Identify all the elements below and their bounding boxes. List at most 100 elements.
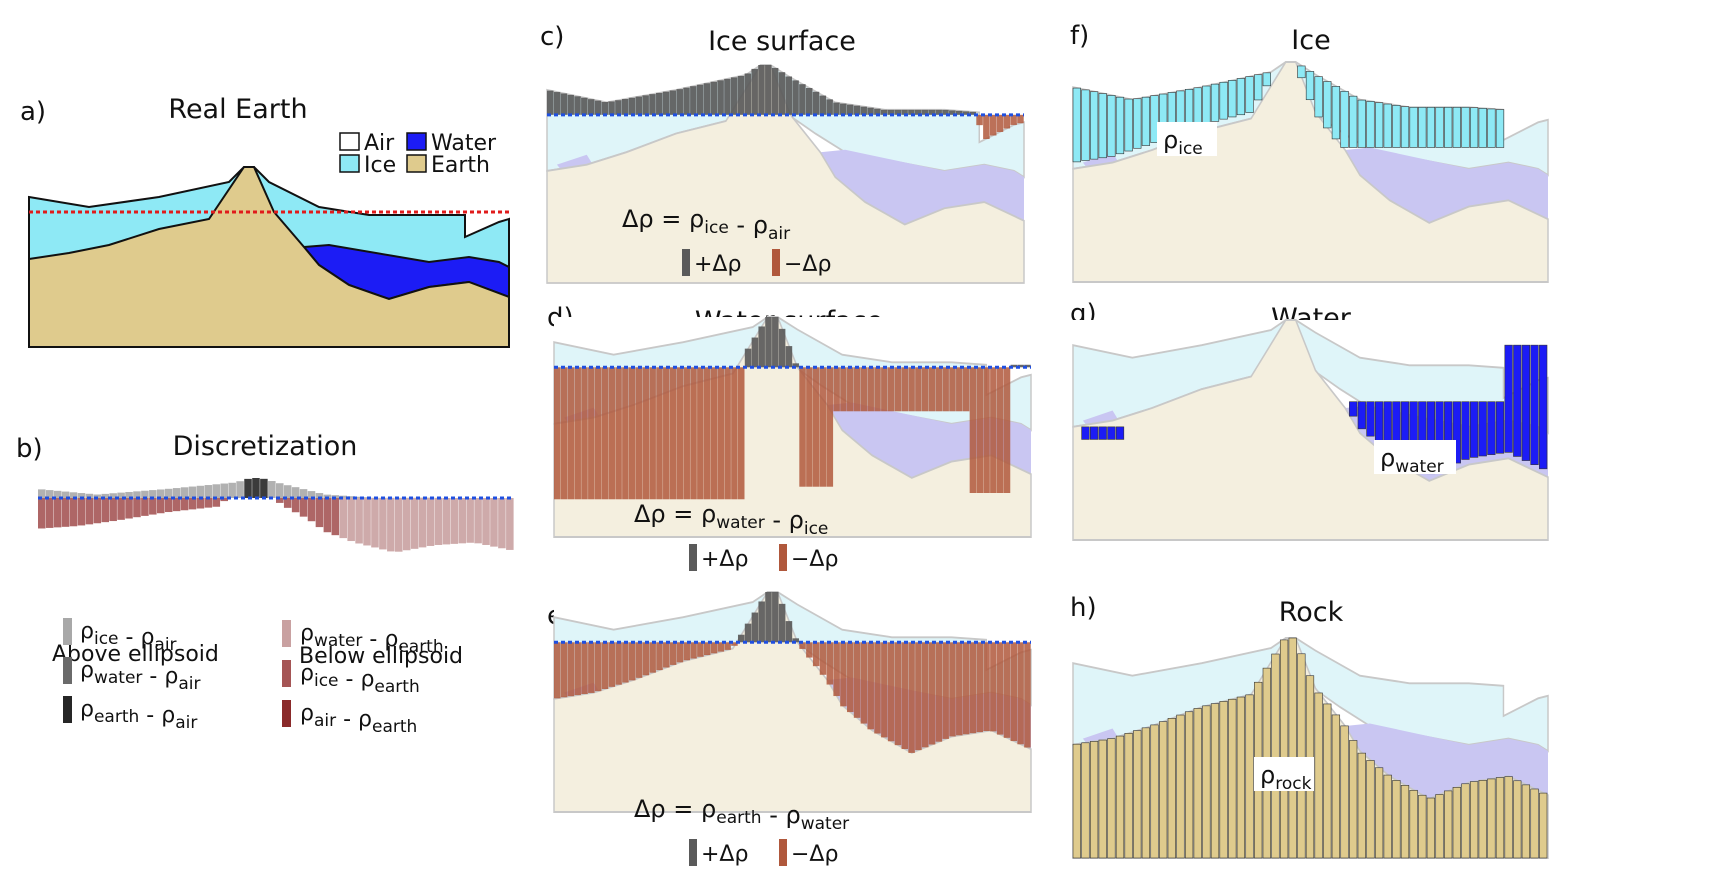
neg-bar bbox=[976, 367, 983, 493]
bar-below bbox=[125, 498, 133, 519]
neg-bar bbox=[703, 367, 711, 500]
pos-bar bbox=[846, 104, 854, 115]
layer-column bbox=[1228, 80, 1237, 118]
layer-column bbox=[1452, 106, 1461, 148]
neg-bar bbox=[942, 367, 949, 412]
neg-bar bbox=[887, 367, 895, 412]
layer-column bbox=[1115, 426, 1125, 440]
bar-above bbox=[93, 494, 102, 498]
neg-bar bbox=[956, 367, 963, 412]
bar-above bbox=[61, 491, 70, 498]
pos-bar bbox=[840, 103, 847, 115]
pos-bar bbox=[656, 92, 663, 115]
pos-bar bbox=[574, 96, 581, 115]
layer-column bbox=[1374, 767, 1384, 859]
layer-column bbox=[1072, 87, 1081, 163]
bar-below bbox=[283, 498, 292, 508]
layer-column bbox=[1478, 779, 1487, 859]
legend-swatch-water bbox=[406, 132, 427, 151]
pos-bar bbox=[751, 337, 759, 368]
neg-bar bbox=[881, 642, 888, 738]
bar-below bbox=[117, 498, 125, 520]
bar-below bbox=[299, 498, 308, 517]
neg-bar bbox=[703, 642, 711, 656]
layer-column bbox=[1210, 83, 1220, 122]
bar-above bbox=[236, 481, 244, 498]
bar-below bbox=[172, 498, 181, 512]
layer-column bbox=[1366, 401, 1375, 437]
pos-bar bbox=[778, 72, 786, 115]
neg-label: −Δρ bbox=[791, 842, 838, 867]
panel-h-tag: h) bbox=[1070, 593, 1097, 623]
neg-bar bbox=[901, 642, 909, 750]
neg-bar bbox=[840, 642, 847, 707]
neg-bar bbox=[669, 367, 677, 500]
neg-bar bbox=[656, 367, 663, 500]
layer-column bbox=[1228, 698, 1237, 859]
neg-bar bbox=[622, 642, 629, 683]
pos-bar bbox=[690, 86, 697, 115]
bar-below bbox=[410, 498, 419, 549]
pos-bar bbox=[628, 97, 636, 115]
bar-above bbox=[45, 490, 54, 498]
legend-below-label: ρwater - ρearth bbox=[300, 621, 444, 657]
layer-column bbox=[1539, 792, 1548, 859]
bar-below bbox=[157, 498, 165, 514]
pos-bar bbox=[928, 109, 936, 115]
layer-column bbox=[1374, 401, 1384, 444]
neg-bar bbox=[996, 642, 1004, 735]
legend-below-swatch bbox=[282, 700, 291, 727]
bar-below bbox=[331, 498, 340, 536]
delta-rho-equation: Δρ = ρwater - ρice bbox=[634, 500, 828, 539]
bar-above bbox=[188, 486, 197, 498]
panel-g-density-label: ρwater bbox=[1374, 440, 1456, 477]
neg-bar bbox=[962, 642, 970, 735]
neg-bar bbox=[635, 642, 643, 678]
neg-bar bbox=[567, 642, 575, 697]
layer-column bbox=[1418, 106, 1427, 148]
bar-above bbox=[141, 490, 149, 498]
neg-bar bbox=[731, 367, 738, 500]
bar-below bbox=[474, 498, 482, 544]
neg-bar bbox=[663, 367, 670, 500]
pos-bar bbox=[792, 638, 800, 643]
panel-h-title: Rock bbox=[1279, 597, 1344, 628]
neg-bar bbox=[1024, 642, 1031, 748]
bar-below bbox=[291, 498, 300, 513]
layer-column bbox=[1236, 696, 1246, 859]
pos-bar bbox=[949, 110, 956, 115]
neg-bar bbox=[697, 367, 704, 500]
layer-column bbox=[1176, 714, 1185, 859]
legend-above-swatch bbox=[63, 657, 72, 684]
legend-above-swatch bbox=[63, 696, 72, 723]
layer-column bbox=[1357, 752, 1366, 859]
legend-below-swatch bbox=[282, 620, 291, 647]
layer-column bbox=[1133, 730, 1142, 859]
pos-bar bbox=[765, 592, 772, 643]
layer-column bbox=[1288, 637, 1297, 859]
pos-bar bbox=[594, 100, 602, 115]
pos-bar bbox=[724, 78, 731, 115]
legend-below-label: ρice - ρearth bbox=[300, 661, 420, 697]
pos-bar bbox=[819, 95, 827, 115]
bar-above bbox=[244, 478, 252, 498]
pos-bar bbox=[935, 109, 942, 115]
legend-swatch-ice bbox=[339, 154, 360, 173]
bar-below bbox=[212, 498, 221, 507]
pos-bar bbox=[683, 87, 690, 115]
neg-bar bbox=[1017, 114, 1024, 124]
legend-label-water: Water bbox=[431, 131, 497, 156]
bar-above bbox=[180, 487, 189, 498]
delta-rho-equation: Δρ = ρice - ρair bbox=[622, 205, 790, 244]
neg-bar bbox=[969, 367, 977, 493]
pos-bar bbox=[778, 603, 786, 643]
panel-a: a) Real Earth Air Water Ice Earth bbox=[20, 94, 510, 348]
layer-column bbox=[1081, 742, 1090, 859]
bar-below bbox=[204, 498, 213, 508]
layer-column bbox=[1357, 401, 1366, 430]
density-symbol: ρrock bbox=[1260, 761, 1312, 794]
neg-bar bbox=[806, 367, 813, 487]
pos-bar bbox=[772, 317, 779, 368]
layer-column bbox=[1107, 738, 1116, 859]
